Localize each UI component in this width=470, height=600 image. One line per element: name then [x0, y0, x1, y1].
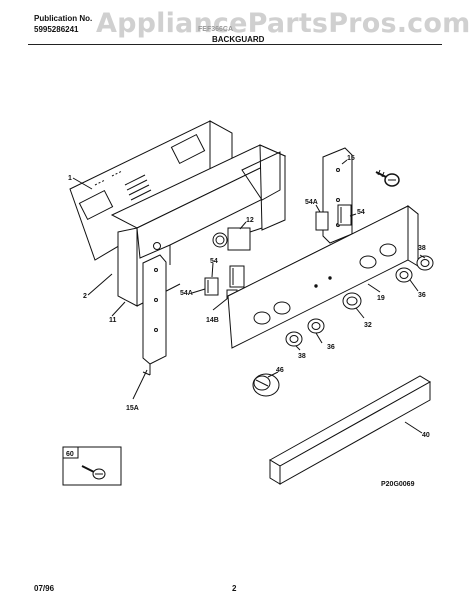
- model-code: FEF366CA: [198, 26, 234, 33]
- trim-strip: [269, 375, 431, 485]
- switch-right: [315, 204, 352, 231]
- left-end-cap: [142, 254, 167, 376]
- callout-54a-left: 54A: [180, 290, 193, 297]
- section-title: BACKGUARD: [212, 35, 265, 44]
- publication-label: Publication No.: [34, 14, 93, 23]
- callout-54-right: 54: [357, 209, 365, 216]
- callout-19: 19: [377, 295, 385, 302]
- header-rule: [28, 44, 442, 45]
- callout-36-top: 36: [418, 292, 426, 299]
- callout-38-top: 38: [418, 245, 426, 252]
- footer-date: 07/96: [34, 584, 55, 593]
- callout-15a: 15A: [126, 405, 139, 412]
- callout-32: 32: [364, 322, 372, 329]
- knob-lower-left: [285, 331, 303, 347]
- watermark: AppliancePartsPros.com: [96, 8, 470, 39]
- callout-46: 46: [276, 367, 284, 374]
- screw-top-right: [375, 169, 400, 187]
- large-knob: [252, 373, 280, 397]
- knob-upper-right: [416, 255, 434, 271]
- drawing-code: P20G0069: [381, 481, 415, 488]
- callout-36-left: 36: [327, 344, 335, 351]
- callout-2: 2: [83, 293, 87, 300]
- callout-14b: 14B: [206, 317, 219, 324]
- infinite-switch: [212, 227, 263, 251]
- footer-page: 2: [232, 584, 237, 593]
- callout-11: 11: [109, 317, 117, 324]
- callout-labels: 1 2 11 12 54 54A 14B 15A 15 54A 54 38 36…: [66, 155, 430, 458]
- callout-54a-right: 54A: [305, 199, 318, 206]
- knob-lower-mid: [307, 318, 325, 334]
- callout-15: 15: [347, 155, 355, 162]
- screw-box: [62, 446, 122, 486]
- callout-60: 60: [66, 451, 74, 458]
- knob-center: [342, 292, 362, 310]
- publication-number: 5995286241: [34, 25, 79, 34]
- callout-12: 12: [246, 217, 254, 224]
- callout-38-left: 38: [298, 353, 306, 360]
- control-panel: [227, 204, 419, 349]
- callout-1: 1: [68, 175, 72, 182]
- callout-40: 40: [422, 432, 430, 439]
- backguard-frame: [110, 144, 287, 307]
- callout-54-left: 54: [210, 258, 218, 265]
- knob-upper-mid: [395, 267, 413, 283]
